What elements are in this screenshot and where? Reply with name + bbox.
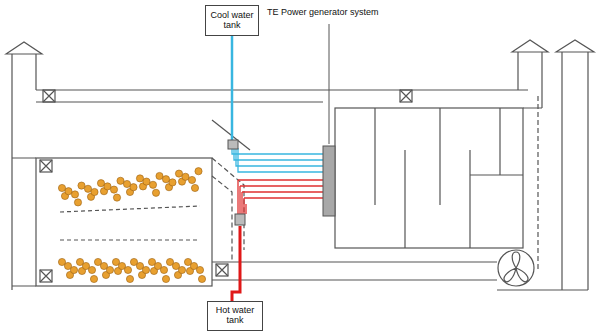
damper-cross xyxy=(43,90,55,102)
cool-pipe xyxy=(231,36,234,140)
fruit xyxy=(152,189,159,196)
chimney-cap xyxy=(6,42,42,54)
fruit xyxy=(90,275,97,282)
chimney-cap xyxy=(512,40,594,52)
cool-pipe xyxy=(232,148,323,172)
kiln-structure xyxy=(6,40,594,290)
damper xyxy=(40,270,52,282)
fruit xyxy=(124,266,131,273)
fruit xyxy=(169,179,176,186)
fan-blade xyxy=(504,252,528,282)
water-pipes xyxy=(232,36,323,301)
drying-chamber xyxy=(36,158,212,286)
fruit xyxy=(74,199,81,206)
fruit xyxy=(71,191,78,198)
fruit xyxy=(198,275,205,282)
fruit xyxy=(84,185,91,192)
lower-duct xyxy=(212,262,497,280)
valve xyxy=(228,140,238,149)
fan-housing xyxy=(498,250,534,286)
fruit xyxy=(195,168,202,175)
tank-box: Cool water tank xyxy=(205,5,259,36)
fruit xyxy=(175,170,182,177)
hot-pipe xyxy=(238,180,244,214)
damper xyxy=(400,90,412,102)
fruit xyxy=(126,275,133,282)
damper-cross xyxy=(40,270,52,282)
fruit-load xyxy=(58,168,205,283)
fruit xyxy=(117,177,124,184)
fruit xyxy=(191,184,198,191)
fruit xyxy=(65,188,72,195)
damper-cross xyxy=(216,264,228,276)
fruit xyxy=(123,180,130,187)
chamber-wall xyxy=(12,158,36,286)
hot-pipe xyxy=(238,180,323,214)
baffle xyxy=(375,108,523,248)
fruit xyxy=(178,266,185,273)
upper-duct xyxy=(36,90,528,102)
damper-cross xyxy=(400,90,412,102)
tank-box: Hot water tank xyxy=(207,301,263,331)
fruit xyxy=(162,176,169,183)
fruit xyxy=(162,275,169,282)
chimney-stack xyxy=(497,52,588,290)
hot-pipe xyxy=(232,226,240,301)
damper xyxy=(216,264,228,276)
fruit xyxy=(78,182,85,189)
fruit xyxy=(113,194,120,201)
fruit xyxy=(106,266,113,273)
exchanger-box xyxy=(335,108,523,248)
fruit xyxy=(97,180,104,187)
fruit xyxy=(143,178,150,185)
fruit xyxy=(188,176,195,183)
fruit xyxy=(104,183,111,190)
fruit xyxy=(149,181,156,188)
te-generator xyxy=(323,146,335,216)
fruit xyxy=(88,266,95,273)
fruit xyxy=(91,188,98,195)
fruit xyxy=(196,266,203,273)
tank-label: Cool water tank xyxy=(209,11,255,31)
damper xyxy=(43,90,55,102)
fruit xyxy=(136,175,143,182)
leader-line xyxy=(329,24,330,144)
fruit xyxy=(182,173,189,180)
fruit xyxy=(156,172,163,179)
tank-label: Hot water tank xyxy=(211,306,259,326)
tray xyxy=(60,206,200,240)
fruit xyxy=(142,266,149,273)
chimney-stack xyxy=(12,54,36,290)
fruit xyxy=(70,266,77,273)
fruit xyxy=(160,266,167,273)
component-label: TE Power generator system xyxy=(266,8,380,18)
damper xyxy=(40,160,52,172)
valve xyxy=(235,214,245,225)
divider xyxy=(537,96,538,272)
fruit xyxy=(110,186,117,193)
fruit xyxy=(130,184,137,191)
fruit xyxy=(58,184,65,191)
damper-cross xyxy=(40,160,52,172)
